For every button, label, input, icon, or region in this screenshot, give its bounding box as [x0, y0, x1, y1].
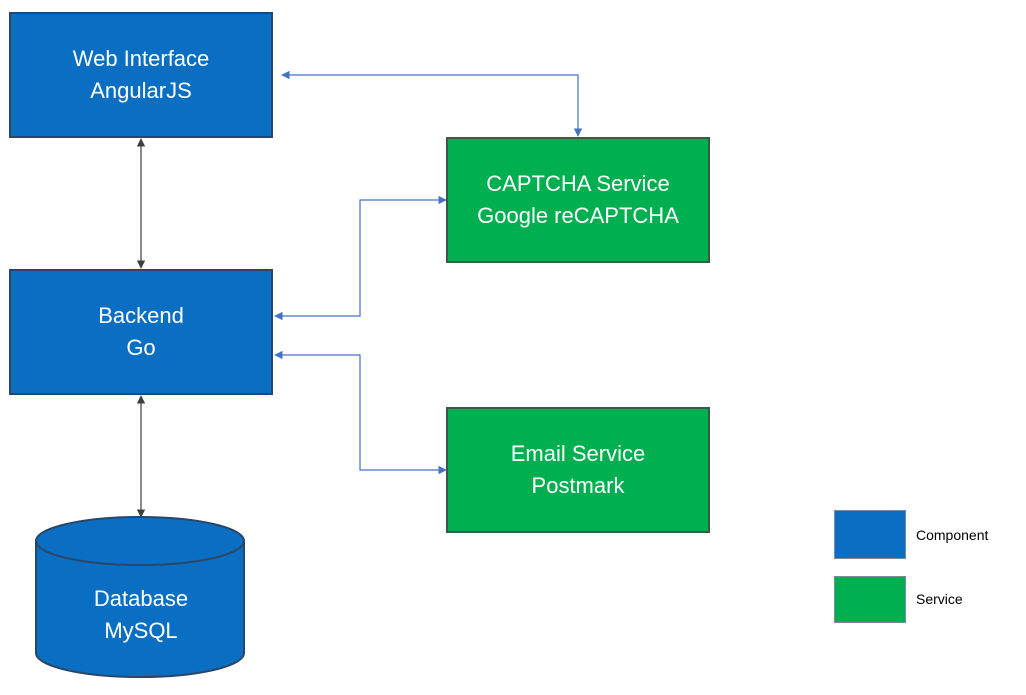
email-service-node: Email Service Postmark [446, 407, 710, 533]
database-cylinder-icon [35, 516, 245, 678]
captcha-service-provider: Google reCAPTCHA [477, 203, 679, 228]
web-interface-title: Web Interface [72, 46, 210, 71]
captcha-service-node: CAPTCHA Service Google reCAPTCHA [446, 137, 710, 263]
database-node: Database MySQL [38, 560, 244, 670]
web-interface-node: Web Interface AngularJS [9, 12, 273, 138]
connector-backend-captcha [274, 195, 447, 321]
backend-node: Backend Go [9, 269, 273, 395]
connector-web-captcha [281, 70, 583, 137]
connector-backend-email [274, 350, 447, 475]
database-tech: MySQL [104, 618, 178, 643]
legend-component-label: Component [916, 527, 989, 543]
backend-title: Backend [98, 303, 184, 328]
database-title: Database [93, 586, 189, 611]
web-interface-tech: AngularJS [90, 78, 192, 103]
captcha-service-title: CAPTCHA Service [486, 171, 670, 196]
legend-service-swatch [834, 576, 906, 623]
legend-component-swatch [834, 510, 906, 559]
legend-service-label: Service [916, 591, 963, 607]
backend-tech: Go [126, 335, 156, 360]
email-service-provider: Postmark [531, 473, 625, 498]
email-service-title: Email Service [510, 441, 646, 466]
